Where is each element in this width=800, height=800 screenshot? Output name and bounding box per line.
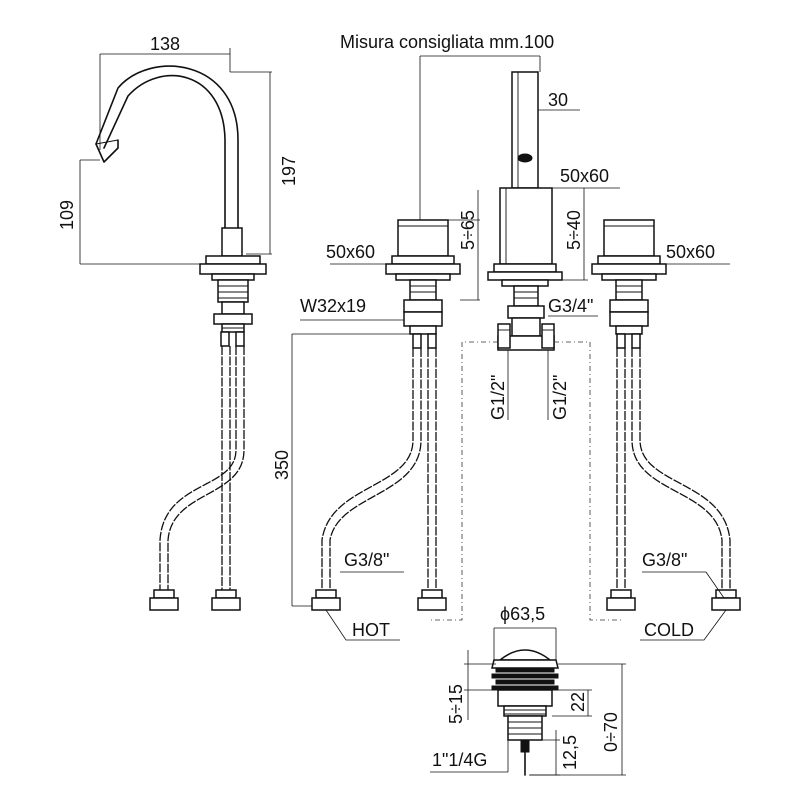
dimension-waste-stroke: 0÷70	[601, 712, 621, 752]
dimension-spout-outlet-height: 109	[57, 200, 77, 230]
dimension-cold-handle-base: 50x60	[666, 242, 715, 262]
dimension-hose-thread-right: G3/8"	[642, 550, 687, 570]
label-hot: HOT	[352, 620, 390, 640]
dimension-waste-range: 5÷15	[446, 684, 466, 724]
spout-side-dimensions: 138 197 109	[57, 34, 299, 265]
dimension-wrench-size: W32x19	[300, 296, 366, 316]
recommended-spacing-note: Misura consigliata mm.100	[340, 32, 554, 52]
dimension-spout-thread: G3/4"	[548, 296, 593, 316]
cold-handle-dimensions: 50x60 G3/8" COLD	[640, 242, 730, 641]
dimension-outlet-thread-left: G1/2"	[488, 375, 508, 420]
dimension-spout-width: 138	[150, 34, 180, 54]
dimension-outlet-thread-right: G1/2"	[550, 375, 570, 420]
spout-front-dimensions: Misura consigliata mm.100 30 50x60 5÷40 …	[340, 32, 620, 420]
label-cold: COLD	[644, 620, 694, 640]
dimension-spout-height-range: 5÷40	[564, 210, 584, 250]
dimension-spout-base: 50x60	[560, 166, 609, 186]
dimension-waste-thread: 1"1/4G	[432, 750, 487, 770]
dimension-spout-total-height: 197	[279, 156, 299, 186]
cold-handle-assembly	[591, 219, 741, 611]
dimension-waste-thread-length: 12,5	[560, 735, 580, 770]
connection-centerlines	[428, 341, 624, 621]
waste-drain-dimensions: ϕ63,5 5÷15 22 0÷70 12,5 1"1/4G	[430, 604, 626, 776]
waste-drain-view	[491, 649, 559, 776]
dimension-hose-thread-left: G3/8"	[344, 550, 389, 570]
dimension-waste-height: 22	[568, 692, 588, 712]
dimension-hot-handle-height-range: 5÷65	[458, 210, 478, 250]
dimension-waste-diameter: ϕ63,5	[500, 604, 545, 624]
spout-side-view	[95, 65, 267, 611]
spout-front-view	[487, 71, 563, 351]
dimension-spout-body-width: 30	[548, 90, 568, 110]
hot-handle-assembly	[311, 219, 461, 611]
dimension-hot-handle-base: 50x60	[326, 242, 375, 262]
dimension-hose-length: 350	[272, 450, 292, 480]
hot-handle-dimensions: 50x60 5÷65 W32x19 350 G3/8" HOT	[272, 190, 480, 641]
